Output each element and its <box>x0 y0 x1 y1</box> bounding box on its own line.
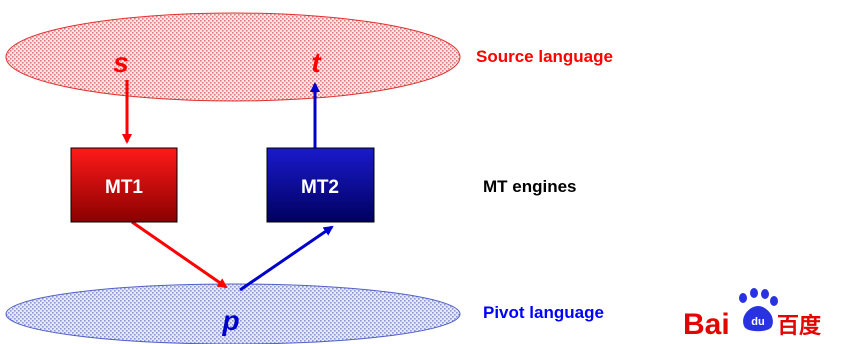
mt-engines-label: MT engines <box>483 177 577 196</box>
mt1-label: MT1 <box>105 177 143 198</box>
baidu-logo: Bai du 百度 <box>683 288 822 341</box>
pivot-symbol-p: p <box>221 305 239 336</box>
target-symbol-t: t <box>311 47 322 78</box>
mt1-box <box>70 147 178 223</box>
source-symbol-s: s <box>113 47 129 78</box>
source-language-ellipse <box>5 12 461 102</box>
baidu-logo-chinese: 百度 <box>777 313 822 339</box>
pivot-language-ellipse <box>5 283 461 344</box>
source-language-label: Source language <box>476 47 613 66</box>
baidu-paw-badge: du <box>751 316 764 328</box>
arrow-mt1-to-p <box>131 220 228 289</box>
mt2-box <box>266 147 375 223</box>
mt2-label: MT2 <box>301 177 339 198</box>
pivot-language-label: Pivot language <box>483 303 604 322</box>
baidu-paw-icon: du <box>739 288 778 332</box>
baidu-logo-latin: Bai <box>683 308 730 341</box>
arrow-p-to-mt2 <box>239 225 334 292</box>
